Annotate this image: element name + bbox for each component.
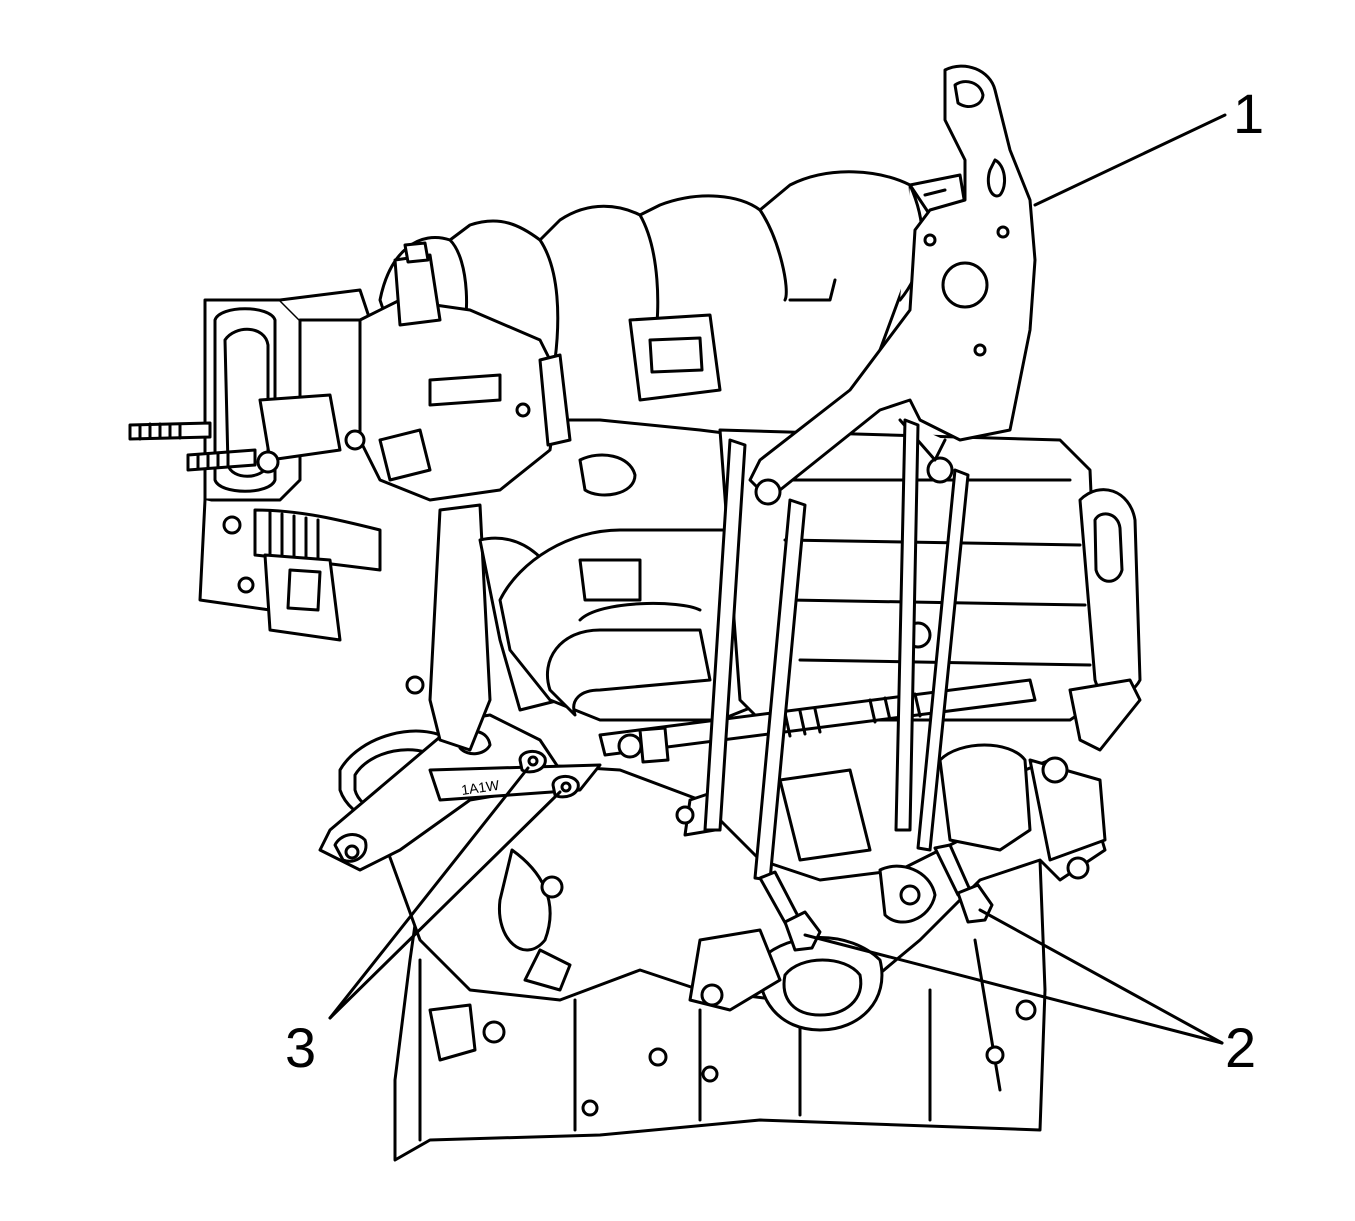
bracket-struts: [703, 418, 970, 882]
bolt-left: [758, 870, 822, 952]
callout-label-2: 2: [1225, 1016, 1257, 1079]
right-lower-housing: [778, 743, 1107, 880]
heat-shield: [498, 528, 772, 722]
leader-line-1: [1033, 113, 1227, 207]
leader-line-3a: [328, 766, 530, 1020]
leader-line-2a: [803, 933, 1224, 1045]
sensor-cluster: [256, 241, 562, 502]
fuel-line: [598, 678, 1037, 764]
callout-label-1: 1: [1233, 82, 1265, 145]
front-cover: [378, 758, 1107, 1032]
nut-upper: [518, 750, 547, 774]
stamped-mark-1a1w: 1A1W: [460, 777, 501, 798]
leader-line-3b: [328, 790, 562, 1020]
connectors: [538, 313, 722, 497]
leader-line-2b: [978, 908, 1224, 1045]
callout-label-3: 3: [285, 1016, 317, 1079]
